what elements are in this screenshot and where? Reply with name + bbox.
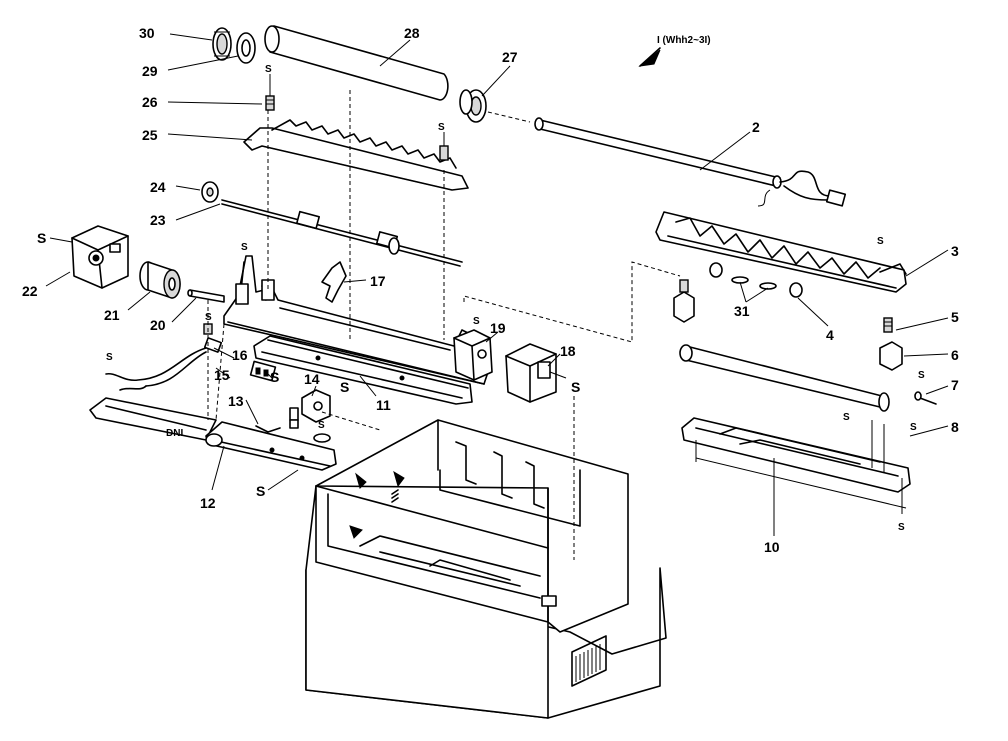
callout-18: 18	[560, 343, 576, 359]
callout-2: 2	[752, 119, 760, 135]
svg-text:S: S	[918, 370, 925, 381]
view-arrow	[638, 47, 661, 67]
svg-text:S: S	[843, 412, 850, 423]
vent-grille	[571, 635, 607, 687]
lower-left-plate: DNI	[89, 397, 217, 441]
side-frame	[223, 90, 491, 385]
bracket-22	[49, 225, 129, 289]
assembly-guides	[207, 261, 681, 560]
svg-text:S: S	[37, 230, 46, 246]
platen-roller	[679, 344, 890, 412]
callout-28: 28	[404, 25, 420, 41]
svg-text:S: S	[898, 522, 905, 533]
roller-28	[264, 25, 449, 101]
callout-7: 7	[951, 377, 959, 393]
guide-rail-11	[253, 335, 473, 405]
callout-16: 16	[232, 347, 248, 363]
callout-11: 11	[376, 397, 391, 413]
view-reference-label: I (Whh2~3I)	[657, 35, 711, 46]
plate-10	[681, 417, 911, 514]
svg-text:DNI: DNI	[166, 428, 183, 439]
callout-4: 4	[826, 327, 834, 343]
svg-text:S: S	[910, 422, 917, 433]
frame-3	[655, 211, 907, 293]
callout-19: 19	[490, 320, 506, 336]
callout-23: 23	[150, 212, 166, 228]
clip-13	[255, 407, 331, 443]
callout-31: 31	[734, 303, 750, 319]
svg-text:S: S	[318, 420, 325, 431]
callout-14: 14	[304, 371, 320, 387]
callout-s-14: S	[340, 379, 349, 395]
gear-27	[459, 89, 487, 123]
part-31-left-block	[673, 279, 695, 323]
shaft-20	[187, 289, 225, 303]
connector-15	[105, 323, 223, 391]
svg-text:S: S	[473, 316, 480, 327]
svg-text:S: S	[877, 236, 884, 247]
bracket-14	[301, 389, 331, 423]
gear-30	[212, 27, 232, 61]
block-6	[879, 341, 903, 371]
frame-25	[243, 119, 469, 191]
svg-text:S: S	[241, 242, 248, 253]
callout-6: 6	[951, 347, 959, 363]
rail-12	[205, 421, 337, 471]
callout-c3-left: S	[270, 369, 279, 385]
svg-text:S: S	[571, 379, 580, 395]
svg-text:S: S	[265, 64, 272, 75]
callout-24: 24	[150, 179, 166, 195]
callout-30: 30	[139, 25, 155, 41]
callout-17: 17	[370, 273, 386, 289]
lever-17	[321, 261, 347, 303]
callout-13: 13	[228, 393, 244, 409]
callout-22: 22	[22, 283, 38, 299]
callout-12: 12	[200, 495, 216, 511]
gear-24	[201, 181, 219, 203]
roller-4	[709, 262, 803, 298]
callout-29: 29	[142, 63, 158, 79]
callout-5: 5	[951, 309, 959, 325]
callout-s-12: S	[256, 483, 265, 499]
shaft-2	[487, 111, 847, 207]
svg-text:S: S	[106, 352, 113, 363]
callout-15: 15	[214, 367, 230, 383]
bracket-19	[453, 329, 493, 381]
callout-21: 21	[104, 307, 120, 323]
shaft-23	[221, 199, 463, 267]
screw-7	[914, 391, 937, 405]
gear-29	[236, 32, 256, 64]
callout-3: 3	[951, 243, 959, 259]
svg-text:S: S	[438, 122, 445, 133]
leader-lines	[45, 33, 949, 536]
callout-26: 26	[142, 94, 158, 110]
block-18	[505, 343, 567, 403]
callout-8: 8	[951, 419, 959, 435]
spring-26	[265, 74, 275, 111]
spring-5	[883, 317, 893, 333]
callout-25: 25	[142, 127, 158, 143]
printer-body	[305, 419, 667, 719]
callout-10: 10	[764, 539, 780, 555]
callout-20: 20	[150, 317, 166, 333]
pulley-21	[139, 261, 181, 299]
spring-25-right	[439, 132, 449, 161]
callout-27: 27	[502, 49, 518, 65]
